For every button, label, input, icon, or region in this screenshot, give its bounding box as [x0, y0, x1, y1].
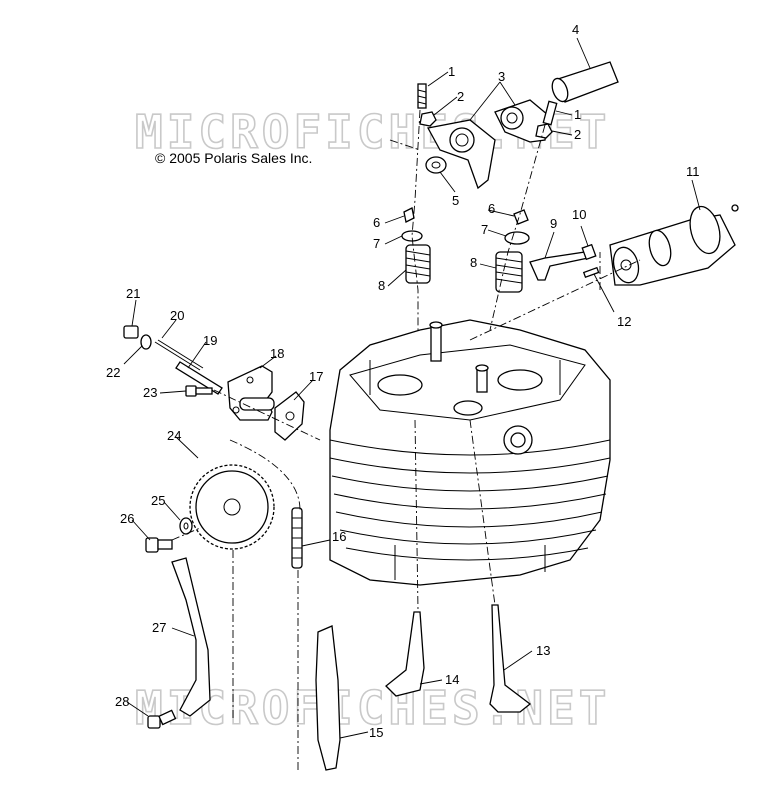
- valve-keeper-right: [513, 209, 529, 225]
- valve-keeper-left: [403, 207, 415, 223]
- callout-13: 13: [536, 643, 550, 658]
- thrust-washer: [425, 156, 447, 174]
- callout-6a: 6: [373, 215, 380, 230]
- callout-8b: 8: [470, 255, 477, 270]
- sprocket-bolt: [145, 537, 173, 553]
- callout-2b: 2: [574, 127, 581, 142]
- leader-lines: [123, 37, 701, 739]
- spring-retainer-right: [504, 231, 530, 245]
- callout-14: 14: [445, 672, 459, 687]
- intake-valve: [385, 611, 425, 697]
- callout-3: 3: [498, 69, 505, 84]
- valve-spring-right: [495, 251, 523, 293]
- callout-27: 27: [152, 620, 166, 635]
- rocker-arm-right: [494, 99, 549, 143]
- cam-chain: [291, 507, 303, 569]
- camshaft: [609, 204, 739, 286]
- rocker-shaft: [551, 61, 619, 103]
- adjuster-screw-left: [417, 83, 427, 109]
- cam-sprocket: [189, 464, 275, 550]
- exhaust-valve: [489, 604, 532, 713]
- callout-16: 16: [332, 529, 346, 544]
- callout-17: 17: [309, 369, 323, 384]
- callout-7b: 7: [481, 222, 488, 237]
- camshaft-pin: [582, 266, 600, 279]
- callout-10: 10: [572, 207, 586, 222]
- locknut-right: [535, 123, 553, 139]
- callouts: 1 2 3 4 1 2 5 6 6 7 7 8 8 9 10 11 12 13 …: [106, 22, 700, 740]
- chain-guide: [171, 557, 211, 717]
- tensioner-bolt: [185, 385, 213, 397]
- cam-chain-tensioner: [227, 365, 275, 421]
- callout-19: 19: [203, 333, 217, 348]
- copyright-notice: © 2005 Polaris Sales Inc.: [155, 150, 312, 166]
- locknut-left: [419, 111, 437, 127]
- watermark-bottom: MICROFICHES.NET: [135, 681, 610, 735]
- callout-23: 23: [143, 385, 157, 400]
- decomp-spring: [581, 243, 597, 261]
- callout-7a: 7: [373, 236, 380, 251]
- callout-22: 22: [106, 365, 120, 380]
- callout-21: 21: [126, 286, 140, 301]
- cooling-fins: [329, 439, 611, 561]
- chain-guide-front: [315, 625, 341, 771]
- callout-25: 25: [151, 493, 165, 508]
- callout-8a: 8: [378, 278, 385, 293]
- callout-11: 11: [686, 164, 700, 179]
- tensioner-plunger: [175, 361, 223, 395]
- decompression-lever: [529, 251, 589, 281]
- callout-12: 12: [617, 314, 631, 329]
- sprocket-washer: [179, 517, 193, 535]
- callout-9: 9: [550, 216, 557, 231]
- guide-bolt: [147, 709, 177, 729]
- callout-15: 15: [369, 725, 383, 740]
- callout-4: 4: [572, 22, 579, 37]
- callout-5: 5: [452, 193, 459, 208]
- callout-1b: 1: [574, 107, 581, 122]
- callout-1a: 1: [448, 64, 455, 79]
- valve-stems: [429, 321, 489, 393]
- callout-6b: 6: [488, 201, 495, 216]
- tensioner-gasket: [274, 391, 305, 441]
- assembly-lines: [171, 109, 641, 770]
- callout-28: 28: [115, 694, 129, 709]
- callout-2a: 2: [457, 89, 464, 104]
- callout-24: 24: [167, 428, 181, 443]
- tensioner-cap-bolt: [123, 325, 139, 339]
- callout-20: 20: [170, 308, 184, 323]
- cylinder-head: [329, 319, 611, 586]
- callout-26: 26: [120, 511, 134, 526]
- rocker-arm-left: [427, 119, 496, 190]
- callout-18: 18: [270, 346, 284, 361]
- tensioner-spring: [154, 339, 204, 371]
- valve-spring-left: [405, 244, 431, 284]
- o-ring: [140, 334, 152, 350]
